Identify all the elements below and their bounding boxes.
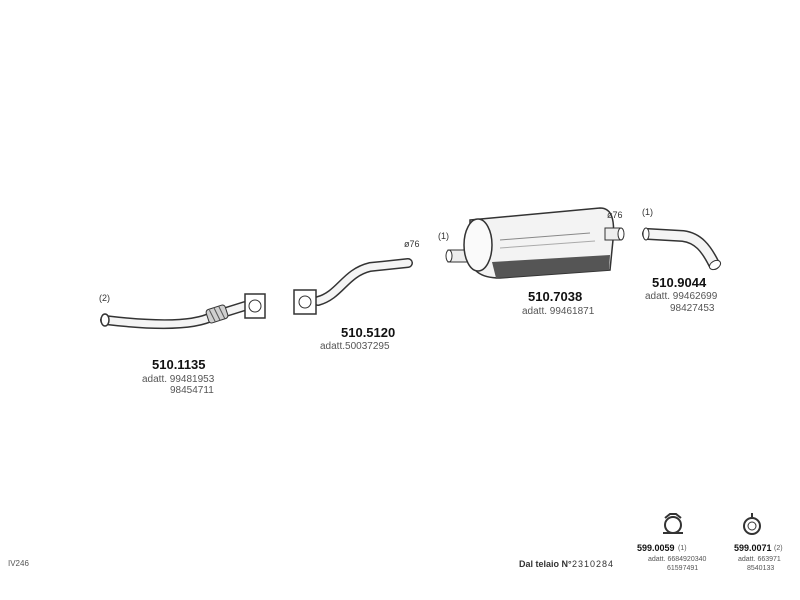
adatt-number: adatt. 99462699 [645,291,718,302]
part-code-510-1135[interactable]: 510.1135 [152,357,206,372]
rear-silencer-510-7038-drawing [445,207,625,279]
part-code-510-7038[interactable]: 510.7038 [528,289,583,304]
tail-pipe-510-9044-drawing [642,227,722,271]
qty-label: (2) [774,545,783,552]
part-code-510-9044[interactable]: 510.9044 [652,275,707,290]
rubber-ring-icon [743,513,761,535]
diameter-label: ø76 [607,210,623,220]
alt-number: 61597491 [667,565,699,572]
diameter-label: ø76 [404,239,420,249]
qty-label: (1) [438,231,449,241]
alt-number: 98427453 [670,303,715,314]
chassis-number: 2310284 [572,559,615,569]
qty-label: (1) [642,207,653,217]
adatt-number: adatt. 99481953 [142,374,215,385]
adatt-number: adatt. 99461871 [522,306,595,317]
alt-number: 8540133 [747,565,775,572]
mounting-ring-icon [663,513,683,534]
qty-label: (1) [678,545,687,552]
adatt-number: adatt. 663971 [738,556,781,563]
accessory-code-599-0071[interactable]: 599.0071 [734,543,772,553]
front-pipe-510-1135-drawing [100,293,266,330]
chassis-label: Dal telaio N° [519,559,572,569]
accessory-code-599-0059[interactable]: 599.0059 [637,543,675,553]
part-code-510-5120[interactable]: 510.5120 [341,325,396,340]
adatt-number: adatt.50037295 [320,341,390,352]
qty-label: (2) [99,293,110,303]
alt-number: 98454711 [170,385,214,396]
adatt-number: adatt. 6684920340 [648,556,707,563]
diagram-ref: IV246 [8,559,29,568]
intermediate-pipe-510-5120-drawing [293,258,413,315]
